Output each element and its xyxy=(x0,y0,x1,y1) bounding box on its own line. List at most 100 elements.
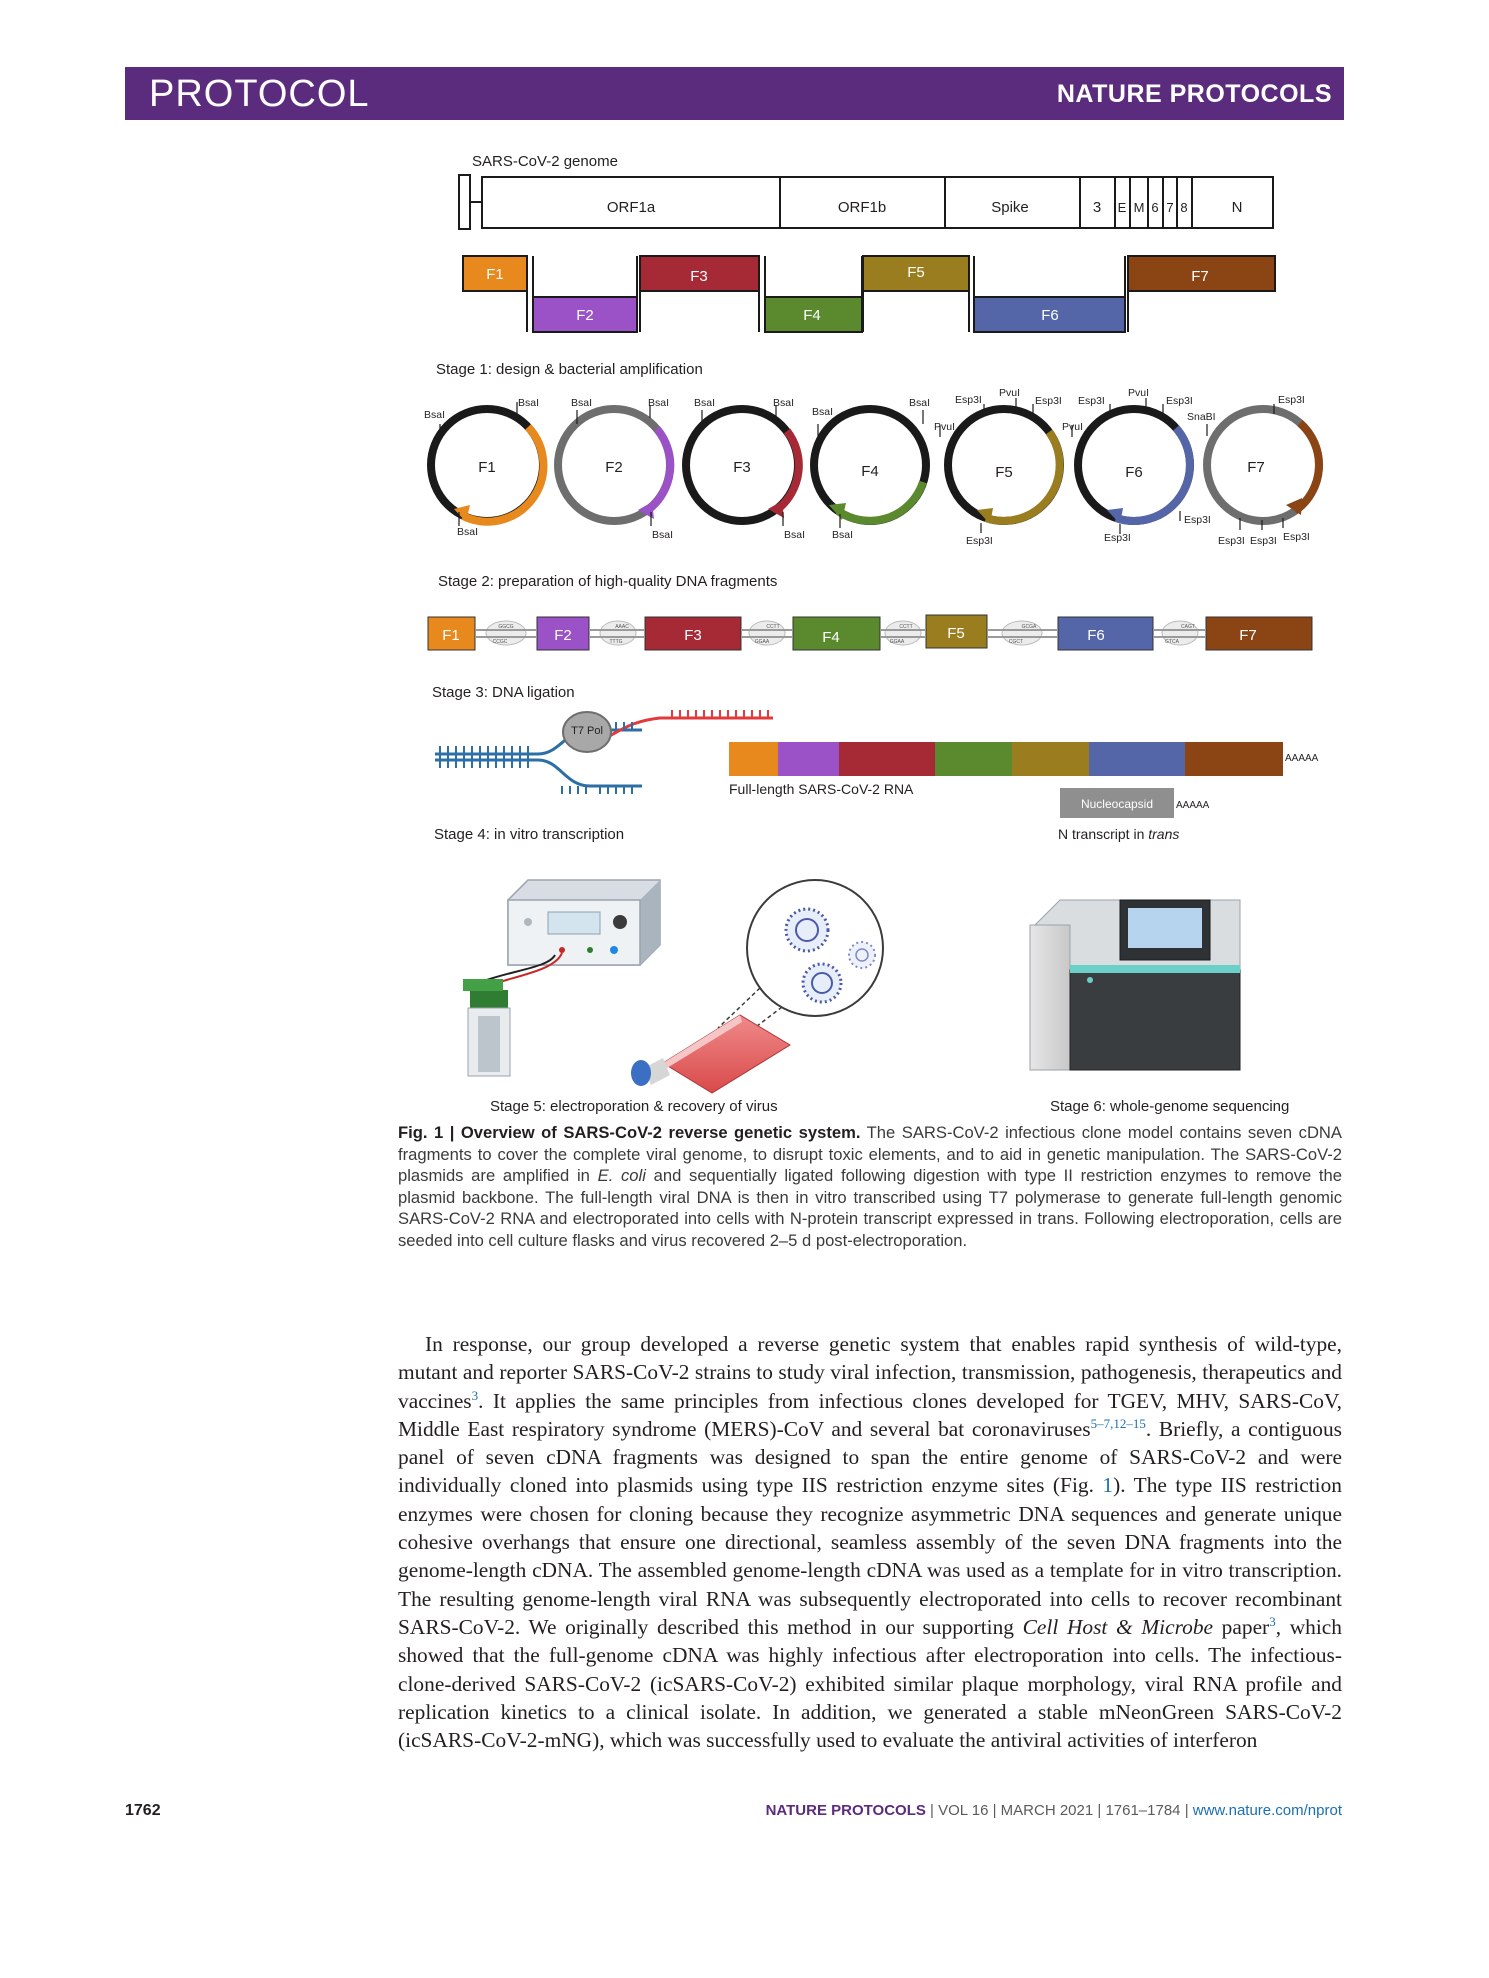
bar-f5: F5 xyxy=(907,264,925,281)
overhang-4-comp: GGAA xyxy=(890,639,905,645)
site-bsai-3: BsaI xyxy=(457,526,478,538)
stage6-label: Stage 6: whole-genome sequencing xyxy=(1050,1098,1289,1115)
footer-url-link[interactable]: www.nature.com/nprot xyxy=(1192,1802,1342,1819)
plasmid-f7-label: F7 xyxy=(1247,459,1265,476)
segment-n: N xyxy=(1232,199,1243,216)
genome-label: SARS-CoV-2 genome xyxy=(472,153,618,170)
virus-zoom-circle xyxy=(746,879,884,1017)
overhang-5-comp: CGCT xyxy=(1009,639,1023,645)
bar-f2: F2 xyxy=(576,307,594,324)
rna-rungs xyxy=(671,710,769,718)
bar-f3: F3 xyxy=(690,268,708,285)
caption-text-2: and sequentially ligated following diges… xyxy=(398,1166,1342,1250)
figure-caption: Fig. 1 | Overview of SARS-CoV-2 reverse … xyxy=(398,1122,1342,1251)
body-text-6: , which showed that the full-genome cDNA… xyxy=(398,1614,1342,1753)
poly-a-tail: AAAAA xyxy=(1285,753,1319,764)
figure-1: SARS-CoV-2 genome ORF1a ORF1b Spike 3 E … xyxy=(424,153,1323,1115)
footer-sep-2: | xyxy=(988,1802,1001,1819)
site-esp3i-3: Esp3I xyxy=(966,535,993,547)
linear-f4: F4 xyxy=(822,629,840,646)
site-pvui-1: PvuI xyxy=(999,387,1020,399)
site-pvui-2: PvuI xyxy=(934,421,955,433)
plasmid-f7-insert xyxy=(1292,419,1323,515)
footer-sep-3: | xyxy=(1093,1802,1106,1819)
overhang-6: CAGT xyxy=(1181,624,1195,630)
body-paragraph: In response, our group developed a rever… xyxy=(398,1330,1342,1754)
t7-pol-label: T7 Pol xyxy=(571,725,603,737)
body-text-4: ). The type IIS restriction enzymes were… xyxy=(398,1473,1342,1639)
plasmid-f4-label: F4 xyxy=(861,463,879,480)
full-length-rna-label: Full-length SARS-CoV-2 RNA xyxy=(729,781,914,797)
genome-map xyxy=(458,174,1274,230)
overhang-2-comp: TTTG xyxy=(609,639,622,645)
stage5-label: Stage 5: electroporation & recovery of v… xyxy=(490,1098,778,1115)
site-bsai-6: BsaI xyxy=(652,529,673,541)
site-bsai-12: BsaI xyxy=(832,529,853,541)
plasmid-f6-insert xyxy=(1114,425,1194,525)
site-bsai-9: BsaI xyxy=(784,529,805,541)
site-esp3i-10: Esp3I xyxy=(1250,535,1277,547)
site-bsai-2: BsaI xyxy=(518,397,539,409)
plasmid-f6-label: F6 xyxy=(1125,464,1143,481)
bar-f7: F7 xyxy=(1191,268,1209,285)
plasmid-f5-insert xyxy=(984,429,1064,525)
site-esp3i-5: Esp3I xyxy=(1166,395,1193,407)
linear-f2: F2 xyxy=(554,627,572,644)
site-esp3i-11: Esp3I xyxy=(1283,531,1310,543)
overhang-4: CCTT xyxy=(899,624,912,630)
footer-sep-4: | xyxy=(1180,1802,1193,1819)
plasmid-arrowheads xyxy=(454,498,1302,524)
overhang-1-comp: CCGC xyxy=(493,639,508,645)
segment-m: M xyxy=(1134,200,1145,215)
overhang-2: AAAC xyxy=(615,624,629,630)
overhang-3-comp: GGAA xyxy=(755,639,770,645)
ref-link-3[interactable]: 3 xyxy=(1269,1613,1276,1629)
stage2-label: Stage 2: preparation of high-quality DNA… xyxy=(438,573,777,590)
section-label: PROTOCOL xyxy=(149,73,370,115)
plasmid-f4-insert xyxy=(835,480,927,525)
site-snabi: SnaBI xyxy=(1187,411,1216,423)
site-esp3i-4: Esp3I xyxy=(1078,395,1105,407)
plasmid-rings xyxy=(427,405,1323,526)
overhang-5: GCGA xyxy=(1022,624,1037,630)
site-bsai-10: BsaI xyxy=(812,406,833,418)
ref-link-1[interactable]: 3 xyxy=(471,1387,479,1403)
nucleocapsid-bar xyxy=(1060,788,1174,818)
site-esp3i-8: Esp3I xyxy=(1278,394,1305,406)
segment-7: 7 xyxy=(1166,200,1173,215)
site-esp3i-7: Esp3I xyxy=(1184,514,1211,526)
plasmid-f5-label: F5 xyxy=(995,464,1013,481)
overhang-3: CCTT xyxy=(766,624,779,630)
page-number: 1762 xyxy=(125,1802,161,1819)
figure-ref-link[interactable]: 1 xyxy=(1102,1473,1114,1498)
site-bsai-5: BsaI xyxy=(648,397,669,409)
plasmid-f3-label: F3 xyxy=(733,459,751,476)
segment-3: 3 xyxy=(1093,199,1101,216)
footer-sep-1: | xyxy=(925,1802,939,1819)
segment-orf1a: ORF1a xyxy=(607,199,656,216)
ref-link-2[interactable]: 5–7,12–15 xyxy=(1090,1415,1146,1431)
body-text-2: . It applies the same principles from in… xyxy=(398,1388,1342,1441)
segment-8: 8 xyxy=(1180,200,1187,215)
electroporator-icon xyxy=(507,879,661,966)
linear-fragments xyxy=(427,614,1313,651)
body-text-3: . Briefly, a contiguous panel of seven c… xyxy=(398,1416,1342,1498)
cuvette-icon xyxy=(463,979,511,1077)
fragment-bars xyxy=(462,255,1276,333)
site-bsai-7: BsaI xyxy=(694,397,715,409)
plasmid-f1-insert xyxy=(461,424,548,526)
bar-f1: F1 xyxy=(486,266,504,283)
footer-date: MARCH 2021 xyxy=(1000,1802,1094,1819)
t7-polymerase xyxy=(562,711,612,753)
plasmid-f1-label: F1 xyxy=(478,459,496,476)
caption-label: Fig. 1 | Overview of SARS-CoV-2 reverse … xyxy=(398,1123,861,1142)
journal-title-italic: Cell Host & Microbe xyxy=(1022,1614,1214,1639)
linear-f5: F5 xyxy=(947,625,965,642)
site-pvui-4: PvuI xyxy=(1062,421,1083,433)
overhang-1: GGCG xyxy=(498,624,513,630)
site-esp3i-6: Esp3I xyxy=(1104,532,1131,544)
linear-f7: F7 xyxy=(1239,627,1257,644)
bar-f4: F4 xyxy=(803,307,821,324)
footer-journal: NATURE PROTOCOLS xyxy=(765,1802,926,1819)
plasmid-f3-insert xyxy=(775,428,803,513)
